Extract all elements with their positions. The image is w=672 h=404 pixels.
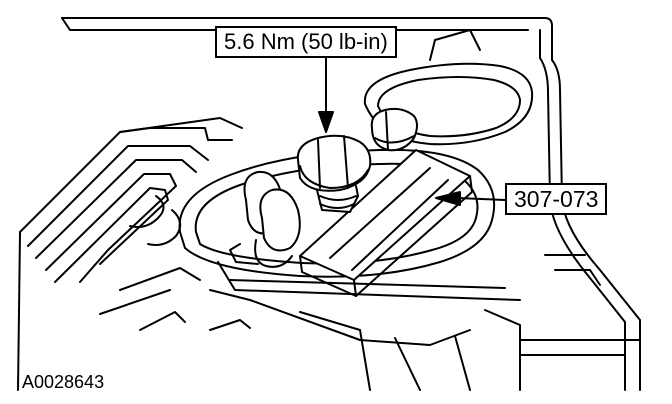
tool-retaining-bolt bbox=[296, 134, 372, 213]
torque-spec-callout: 5.6 Nm (50 lb-in) bbox=[215, 26, 397, 58]
cylinder-head-deck bbox=[17, 117, 251, 391]
alignment-tool-307-073 bbox=[299, 149, 473, 297]
camshaft-lobes bbox=[229, 170, 301, 268]
figure-id: A0028643 bbox=[22, 372, 105, 392]
upper-seal-ring bbox=[363, 29, 534, 146]
rear-bolt bbox=[370, 107, 418, 152]
callout-leaders bbox=[318, 57, 506, 206]
special-tool-callout: 307-073 bbox=[505, 183, 608, 215]
